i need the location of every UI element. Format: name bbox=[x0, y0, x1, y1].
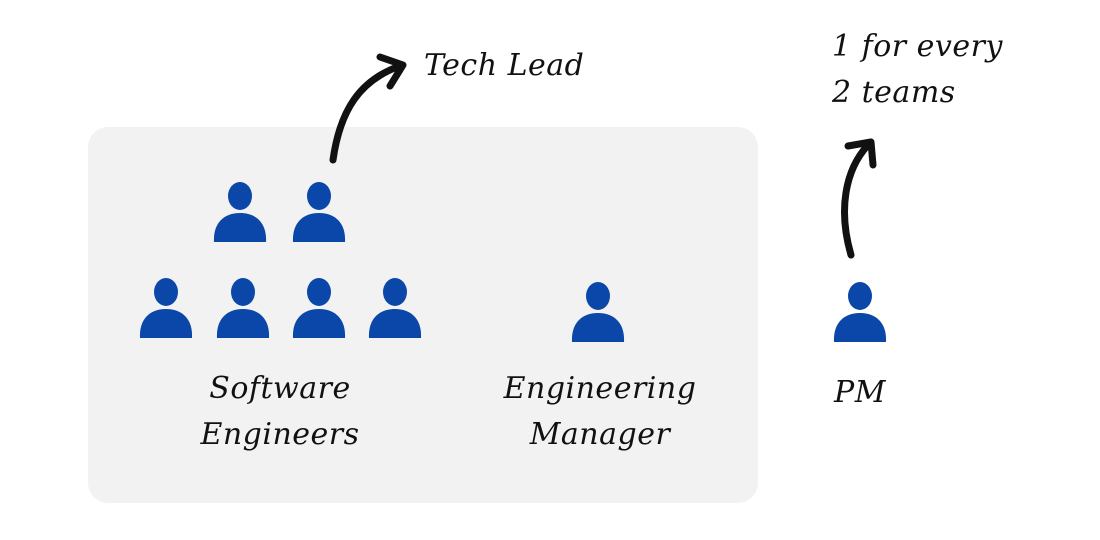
person-icon bbox=[831, 280, 889, 342]
pm-ratio-label-line2: 2 teams bbox=[832, 75, 956, 110]
software-engineers-label: Software Engineers bbox=[170, 366, 390, 458]
engineering-manager-label: Engineering Manager bbox=[470, 366, 730, 458]
pm-label: PM bbox=[834, 375, 886, 410]
software-engineers-label-line2: Engineers bbox=[200, 417, 360, 452]
person-icon bbox=[211, 180, 269, 242]
person-icon bbox=[290, 180, 348, 242]
tech-lead-label: Tech Lead bbox=[424, 48, 585, 83]
person-icon bbox=[290, 276, 348, 338]
pm-ratio-label: 1 for every 2 teams bbox=[832, 24, 1003, 116]
engineering-manager-label-line2: Manager bbox=[529, 417, 671, 452]
software-engineers-label-line1: Software bbox=[209, 371, 351, 406]
team-box bbox=[88, 127, 758, 503]
engineering-manager-label-line1: Engineering bbox=[503, 371, 697, 406]
person-icon bbox=[214, 276, 272, 338]
person-icon bbox=[366, 276, 424, 338]
person-icon bbox=[137, 276, 195, 338]
pm-ratio-arrow bbox=[841, 138, 877, 259]
pm-ratio-label-line1: 1 for every bbox=[832, 29, 1003, 64]
person-icon bbox=[569, 280, 627, 342]
